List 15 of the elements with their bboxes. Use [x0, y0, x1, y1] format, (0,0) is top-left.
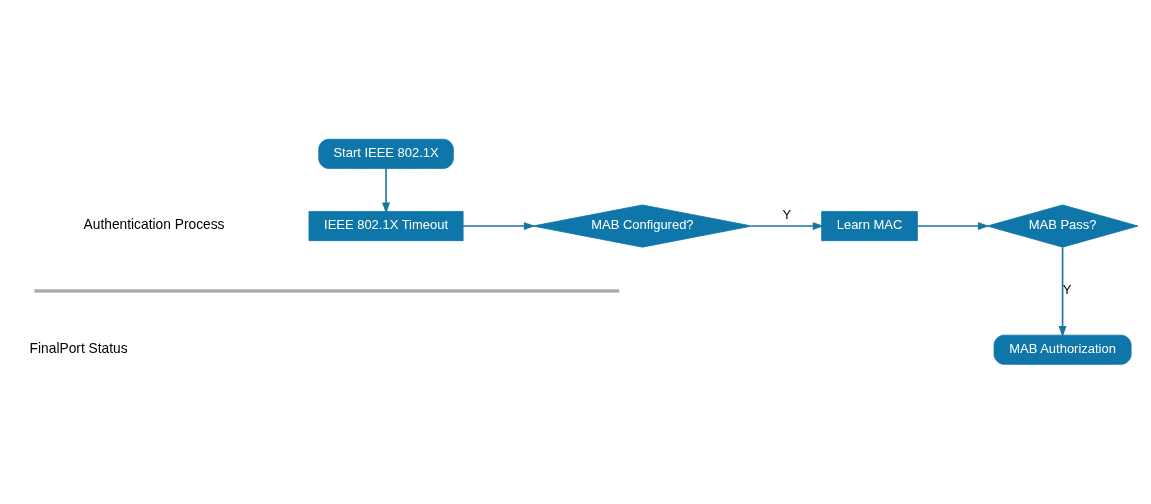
- edge-label: Y: [1062, 282, 1072, 298]
- arrow: [751, 222, 825, 231]
- node-box: Start IEEE 802.1X: [318, 138, 454, 169]
- edge-label: Y: [782, 207, 792, 223]
- node-box: Learn MAC: [821, 211, 918, 242]
- arrow: [382, 167, 391, 214]
- arrow: [1058, 246, 1067, 338]
- node-diamond: MAB Pass?: [986, 204, 1139, 248]
- arrow: [462, 222, 536, 231]
- label: Authentication Process: [83, 217, 225, 233]
- node-box: MAB Authorization: [993, 334, 1132, 365]
- label: FinalPort Status: [29, 341, 128, 357]
- arrow: [916, 222, 990, 231]
- node-diamond: MAB Configured?: [532, 204, 753, 248]
- node-box: IEEE 802.1X Timeout: [308, 211, 464, 242]
